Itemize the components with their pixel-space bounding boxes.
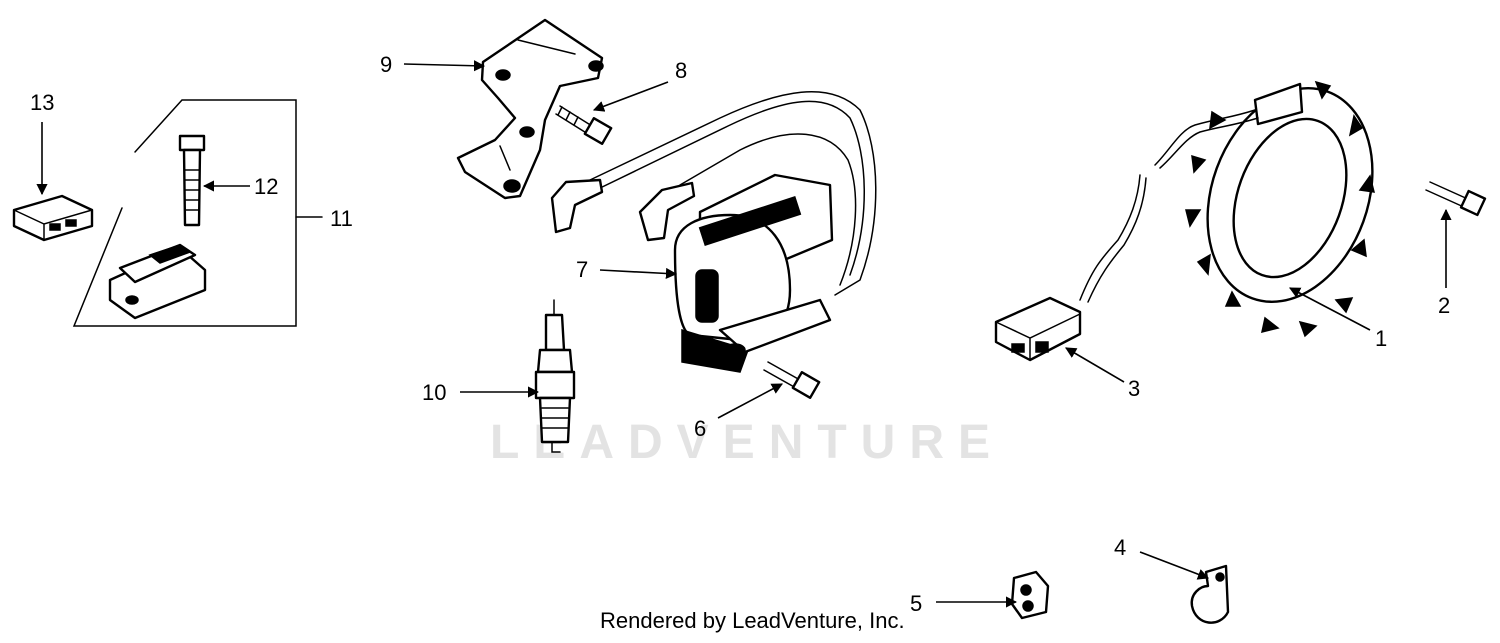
part-8-screw [555,105,613,145]
callout-7: 7 [576,257,588,282]
leader-7 [599,267,678,280]
part-2-bolt [1425,181,1487,217]
callout-13: 13 [30,90,54,115]
callout-12: 12 [254,174,278,199]
leader-4 [1139,551,1210,580]
leader-lines [36,60,1452,608]
leader-8 [592,81,669,112]
callout-1: 1 [1375,326,1387,351]
callout-4: 4 [1114,535,1126,560]
rendered-by-credit: Rendered by LeadVenture, Inc. [600,608,905,633]
leader-3 [1065,347,1125,383]
watermark-text: LEADVENTURE [490,416,1004,469]
leader-1 [1289,287,1371,331]
callout-labels: 1 2 3 4 5 6 7 8 9 10 11 12 13 [30,52,1450,616]
part-11-regulator [108,243,207,320]
callout-11: 11 [330,206,353,231]
part-10-spark-plug [534,299,576,453]
part-1-stator [1154,80,1375,338]
leader-6 [717,383,783,419]
callout-3: 3 [1128,376,1140,401]
part-3-connector [994,174,1147,362]
leader-9 [403,60,486,72]
part-7-ignition-coil [550,91,877,373]
callout-9: 9 [380,52,392,77]
part-12-bolt [178,134,206,227]
part-13-connector [12,194,94,242]
part-5-grommet [1010,570,1050,620]
callout-10: 10 [422,380,446,405]
part-9-bracket [456,18,604,200]
callout-2: 2 [1438,293,1450,318]
part-4-clamp [1190,564,1230,624]
part-11-group-bracket [72,99,323,327]
callout-6: 6 [694,416,706,441]
callout-8: 8 [675,58,687,83]
callout-5: 5 [910,591,922,616]
part-6-screw [763,361,821,399]
